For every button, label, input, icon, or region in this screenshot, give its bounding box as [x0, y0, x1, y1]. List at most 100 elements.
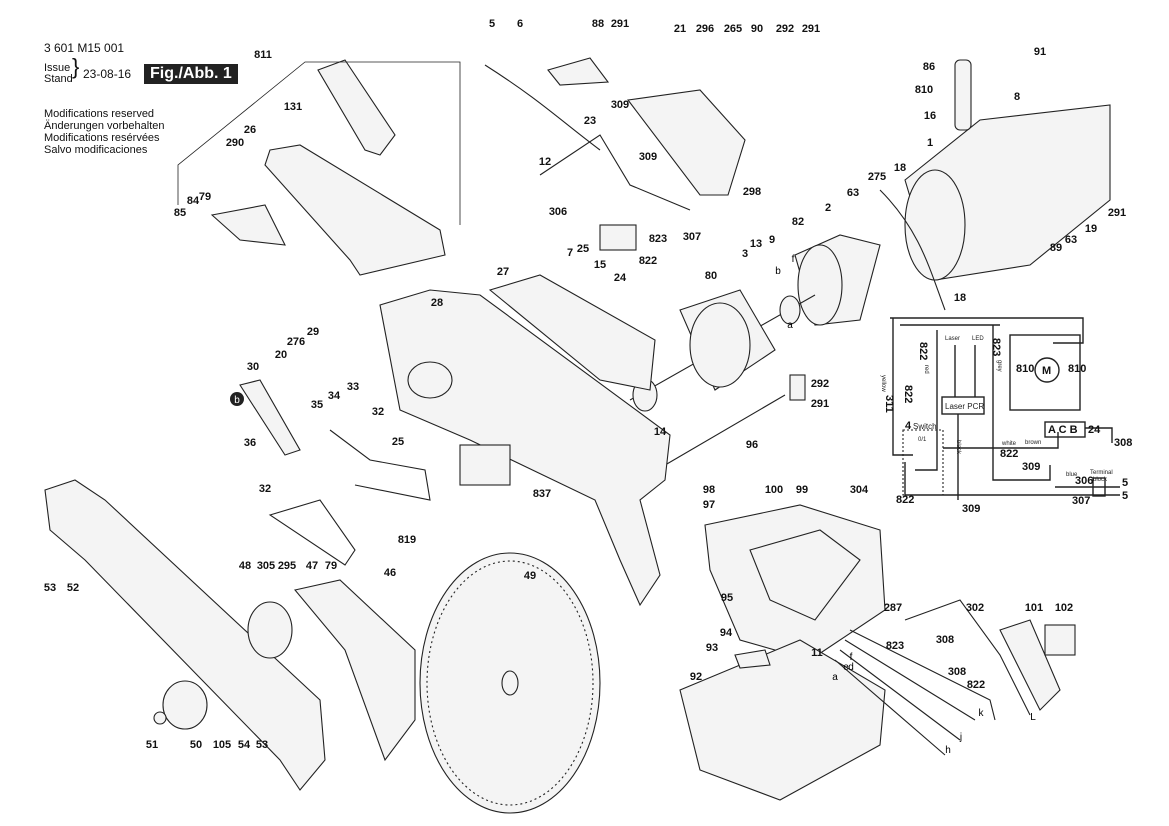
- connector-letter-k: k: [979, 708, 985, 719]
- wire-309a: 309: [1022, 461, 1040, 473]
- wire-black: black: [955, 440, 961, 455]
- part-label-291: 291: [802, 23, 820, 35]
- part-label-24: 24: [614, 272, 627, 284]
- part-label-9: 9: [769, 234, 775, 246]
- connector-letter-b: b: [775, 266, 781, 277]
- part-label-53: 53: [44, 582, 56, 594]
- connector-letter-e: e: [843, 662, 849, 673]
- part-label-265: 265: [724, 23, 742, 35]
- connector-letter-a: a: [787, 320, 793, 331]
- part-label-290: 290: [226, 137, 244, 149]
- part-label-86: 86: [923, 61, 935, 73]
- stand-label: Stand: [44, 73, 73, 85]
- lever-parts: [239, 379, 511, 566]
- part-label-29: 29: [307, 326, 319, 338]
- part-label-47: 47: [306, 560, 318, 572]
- part-label-304: 304: [850, 484, 869, 496]
- part-label-287: 287: [884, 602, 902, 614]
- note-en: Modifications reserved: [44, 108, 155, 120]
- wire-brown: brown: [1025, 440, 1041, 446]
- part-label-105: 105: [213, 739, 231, 751]
- part-label-33: 33: [347, 381, 359, 393]
- wire-laser: Laser: [945, 336, 960, 342]
- part-label-295: 295: [278, 560, 296, 572]
- laser-pcr: Laser PCR: [945, 402, 984, 411]
- part-label-79: 79: [199, 191, 211, 203]
- connector-letter-d: d: [848, 662, 854, 673]
- part-label-292: 292: [811, 378, 829, 390]
- wire-309b: 309: [962, 503, 980, 515]
- part-label-89: 89: [1050, 242, 1062, 254]
- part-label-32: 32: [259, 483, 271, 495]
- figure-badge: Fig./Abb. 1: [144, 64, 238, 84]
- part-label-291: 291: [811, 398, 829, 410]
- issue-label: Issue: [44, 62, 71, 74]
- wire-822-black: 822: [896, 494, 914, 506]
- part-label-306: 306: [549, 206, 567, 218]
- switch-label: Switch: [913, 422, 937, 431]
- wire-823: 823: [990, 338, 1002, 356]
- part-label-63: 63: [847, 187, 859, 199]
- part-label-309: 309: [639, 151, 657, 163]
- wire-red: red: [923, 365, 929, 374]
- part-label-53: 53: [256, 739, 268, 751]
- terminal-block-label: block: [1093, 477, 1108, 483]
- part-label-291: 291: [1108, 207, 1126, 219]
- part-label-97: 97: [703, 499, 715, 511]
- part-label-308: 308: [936, 634, 954, 646]
- motor-housing: [794, 59, 1111, 326]
- part-label-298: 298: [743, 186, 761, 198]
- part-label-52: 52: [67, 582, 79, 594]
- wire-grey: grey: [996, 360, 1002, 372]
- part-label-96: 96: [746, 439, 758, 451]
- part-label-95: 95: [721, 592, 733, 604]
- part-label-13: 13: [750, 238, 762, 250]
- cable-and-switch: [484, 57, 746, 251]
- wire-yellow: yellow: [880, 375, 886, 392]
- part-label-85: 85: [174, 207, 186, 219]
- part-label-308: 308: [948, 666, 966, 678]
- part-label-35: 35: [311, 399, 323, 411]
- part-label-28: 28: [431, 297, 443, 309]
- part-label-15: 15: [594, 259, 606, 271]
- part-label-99: 99: [796, 484, 808, 496]
- wire-24: 24: [1088, 424, 1101, 436]
- part-label-48: 48: [239, 560, 251, 572]
- terminal-label: Terminal: [1090, 470, 1113, 476]
- part-label-23: 23: [584, 115, 596, 127]
- part-label-131: 131: [284, 101, 302, 113]
- part-label-822: 822: [967, 679, 985, 691]
- wire-822-white: 822: [1000, 448, 1018, 460]
- part-label-3: 3: [742, 248, 748, 260]
- connector-letter-L: L: [1030, 712, 1036, 723]
- part-label-32: 32: [372, 406, 384, 418]
- part-label-20: 20: [275, 349, 287, 361]
- part-label-305: 305: [257, 560, 275, 572]
- wire-810a: 810: [1016, 363, 1034, 375]
- part-label-16: 16: [924, 110, 936, 122]
- armature: [629, 289, 816, 469]
- part-label-819: 819: [398, 534, 416, 546]
- note-de: Änderungen vorbehalten: [44, 120, 165, 132]
- part-label-27: 27: [497, 266, 509, 278]
- part-label-63: 63: [1065, 234, 1077, 246]
- connector-letter-h: h: [945, 745, 951, 756]
- part-label-54: 54: [238, 739, 251, 751]
- part-label-18: 18: [894, 162, 906, 174]
- part-label-25: 25: [577, 243, 589, 255]
- part-label-811: 811: [254, 49, 272, 61]
- connector-letter-a: a: [832, 672, 838, 683]
- part-label-12: 12: [539, 156, 551, 168]
- part-label-51: 51: [146, 739, 158, 751]
- part-label-80: 80: [705, 270, 717, 282]
- wire-822-grey: 822: [902, 385, 914, 403]
- part-label-2: 2: [825, 202, 831, 214]
- wire-822-red: 822: [917, 342, 929, 360]
- part-label-49: 49: [524, 570, 536, 582]
- part-label-26: 26: [244, 124, 256, 136]
- upper-blade-guard: [177, 59, 461, 276]
- switch-num: 4: [905, 420, 912, 432]
- part-label-11: 11: [811, 647, 823, 659]
